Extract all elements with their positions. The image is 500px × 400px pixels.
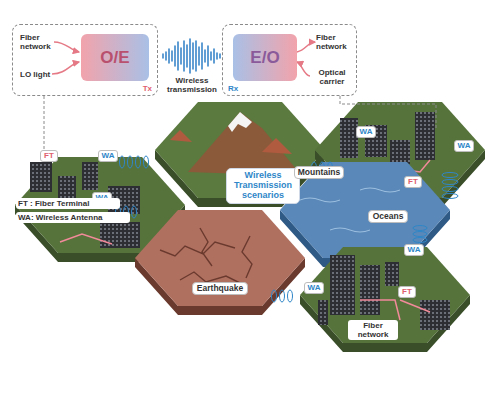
antenna-tag: WA — [304, 282, 324, 294]
signal-label: LO light — [20, 70, 60, 79]
snow-cap — [228, 112, 252, 132]
antenna-tag: WA — [454, 140, 474, 152]
node-text: E/O — [250, 48, 279, 68]
building-windows — [340, 112, 435, 164]
terminal-tag: FT — [398, 286, 416, 298]
node-text: Mountains — [298, 168, 341, 177]
building — [318, 255, 450, 330]
mountain — [188, 112, 302, 176]
input-arrow — [54, 42, 79, 52]
leader-line — [44, 96, 45, 150]
antenna-tag: WA — [404, 244, 424, 256]
node-text: Oceans — [373, 212, 404, 221]
leader-line — [340, 96, 436, 130]
node-text: FT — [402, 288, 412, 297]
node-text: WA — [308, 284, 321, 293]
antenna-tag: WA — [98, 150, 118, 162]
node-text: Wireless Transmission scenarios — [227, 171, 299, 201]
scenario-box: Wireless Transmission scenarios — [226, 168, 300, 204]
link-label: Wireless transmission — [160, 76, 224, 94]
scenario-tag: Oceans — [368, 210, 408, 223]
crack — [160, 228, 252, 284]
node-text: FT — [44, 152, 54, 161]
terminal-tag: FT — [404, 176, 422, 188]
node-text: WA — [360, 128, 373, 137]
legend-note: FT : Fiber Terminal — [16, 198, 120, 209]
hill — [262, 138, 292, 154]
ocean-tile — [280, 162, 450, 258]
node-text: WA — [408, 246, 421, 255]
legend-note: WA: Wireless Antenna — [16, 212, 130, 223]
node-text: Tx — [143, 84, 152, 93]
fiber-label: Fiber network — [348, 320, 398, 340]
signal-label: Fiber network — [316, 33, 354, 51]
waveform — [163, 39, 220, 73]
scenario-tag: Earthquake — [192, 282, 248, 295]
building — [340, 112, 435, 164]
node-text: Rx — [228, 84, 238, 93]
antenna-tag: WA — [356, 126, 376, 138]
output-arrow — [297, 42, 315, 52]
fiber-line — [60, 234, 112, 244]
antenna-tower — [442, 173, 458, 199]
node-text: WA — [458, 142, 471, 151]
signal-label: Fiber network — [20, 33, 58, 51]
node-text: O/E — [100, 48, 129, 68]
terminal-tag: FT — [40, 150, 58, 162]
node-text: FT — [408, 178, 418, 187]
earthquake-tile — [135, 210, 305, 306]
node-text: Earthquake — [197, 284, 243, 293]
scenario-tag: Mountains — [294, 166, 344, 179]
node-text: WA — [102, 152, 115, 161]
hill — [170, 130, 192, 142]
wireless-rings — [116, 156, 428, 302]
building-windows — [318, 255, 450, 330]
converter-box: O/E — [81, 34, 149, 81]
input-arrow — [52, 62, 79, 74]
signal-label: Optical carrier — [310, 68, 354, 86]
input-arrow — [297, 62, 310, 76]
converter-box: E/O — [233, 34, 297, 81]
hex-tile — [300, 247, 470, 343]
fiber-line — [360, 300, 430, 320]
